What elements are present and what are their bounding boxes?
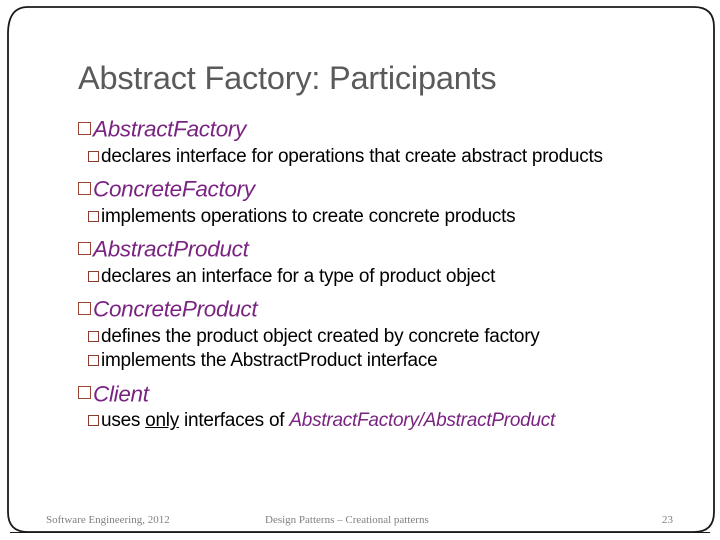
footer-course: Software Engineering, 2012 (46, 514, 170, 526)
square-bullet-icon (88, 210, 99, 222)
square-bullet-icon (88, 330, 99, 342)
participant-group: ConcreteFactory implements operations to… (78, 173, 696, 228)
slide-footer: Software Engineering, 2012 Design Patter… (0, 506, 720, 540)
participant-group: Client uses only interfaces of AbstractF… (78, 378, 696, 433)
participant-name: AbstractProduct (78, 233, 696, 264)
square-bullet-icon (78, 181, 91, 195)
participant-group: AbstractFactory declares interface for o… (78, 113, 696, 168)
participant-detail: implements the AbstractProduct interface (78, 349, 696, 373)
square-bullet-icon (78, 386, 91, 400)
square-bullet-icon (78, 301, 91, 315)
footer-divider (10, 532, 710, 533)
participant-name: AbstractFactory (78, 113, 696, 144)
square-bullet-icon (78, 241, 91, 255)
participant-group: ConcreteProduct defines the product obje… (78, 293, 696, 373)
participant-name: Client (78, 378, 696, 409)
detail-emphasis: AbstractFactory/AbstractProduct (289, 410, 556, 432)
participant-detail: implements operations to create concrete… (78, 205, 696, 229)
square-bullet-icon (88, 150, 99, 162)
participant-group: AbstractProduct declares an interface fo… (78, 233, 696, 288)
page-title: Abstract Factory: Participants (78, 60, 497, 96)
participant-name: ConcreteFactory (78, 173, 696, 204)
participant-detail: defines the product object created by co… (78, 325, 696, 349)
participants-list: AbstractFactory declares interface for o… (78, 113, 696, 438)
square-bullet-icon (88, 415, 99, 427)
participant-detail: declares an interface for a type of prod… (78, 265, 696, 289)
square-bullet-icon (88, 355, 99, 367)
detail-underlined-word: only (145, 410, 180, 432)
square-bullet-icon (88, 270, 99, 282)
square-bullet-icon (78, 121, 91, 135)
participant-name: ConcreteProduct (78, 293, 696, 324)
footer-page-number: 23 (662, 514, 673, 526)
participant-detail: declares interface for operations that c… (78, 145, 696, 169)
footer-topic: Design Patterns – Creational patterns (265, 514, 429, 526)
participant-detail: uses only interfaces of AbstractFactory/… (78, 409, 696, 433)
